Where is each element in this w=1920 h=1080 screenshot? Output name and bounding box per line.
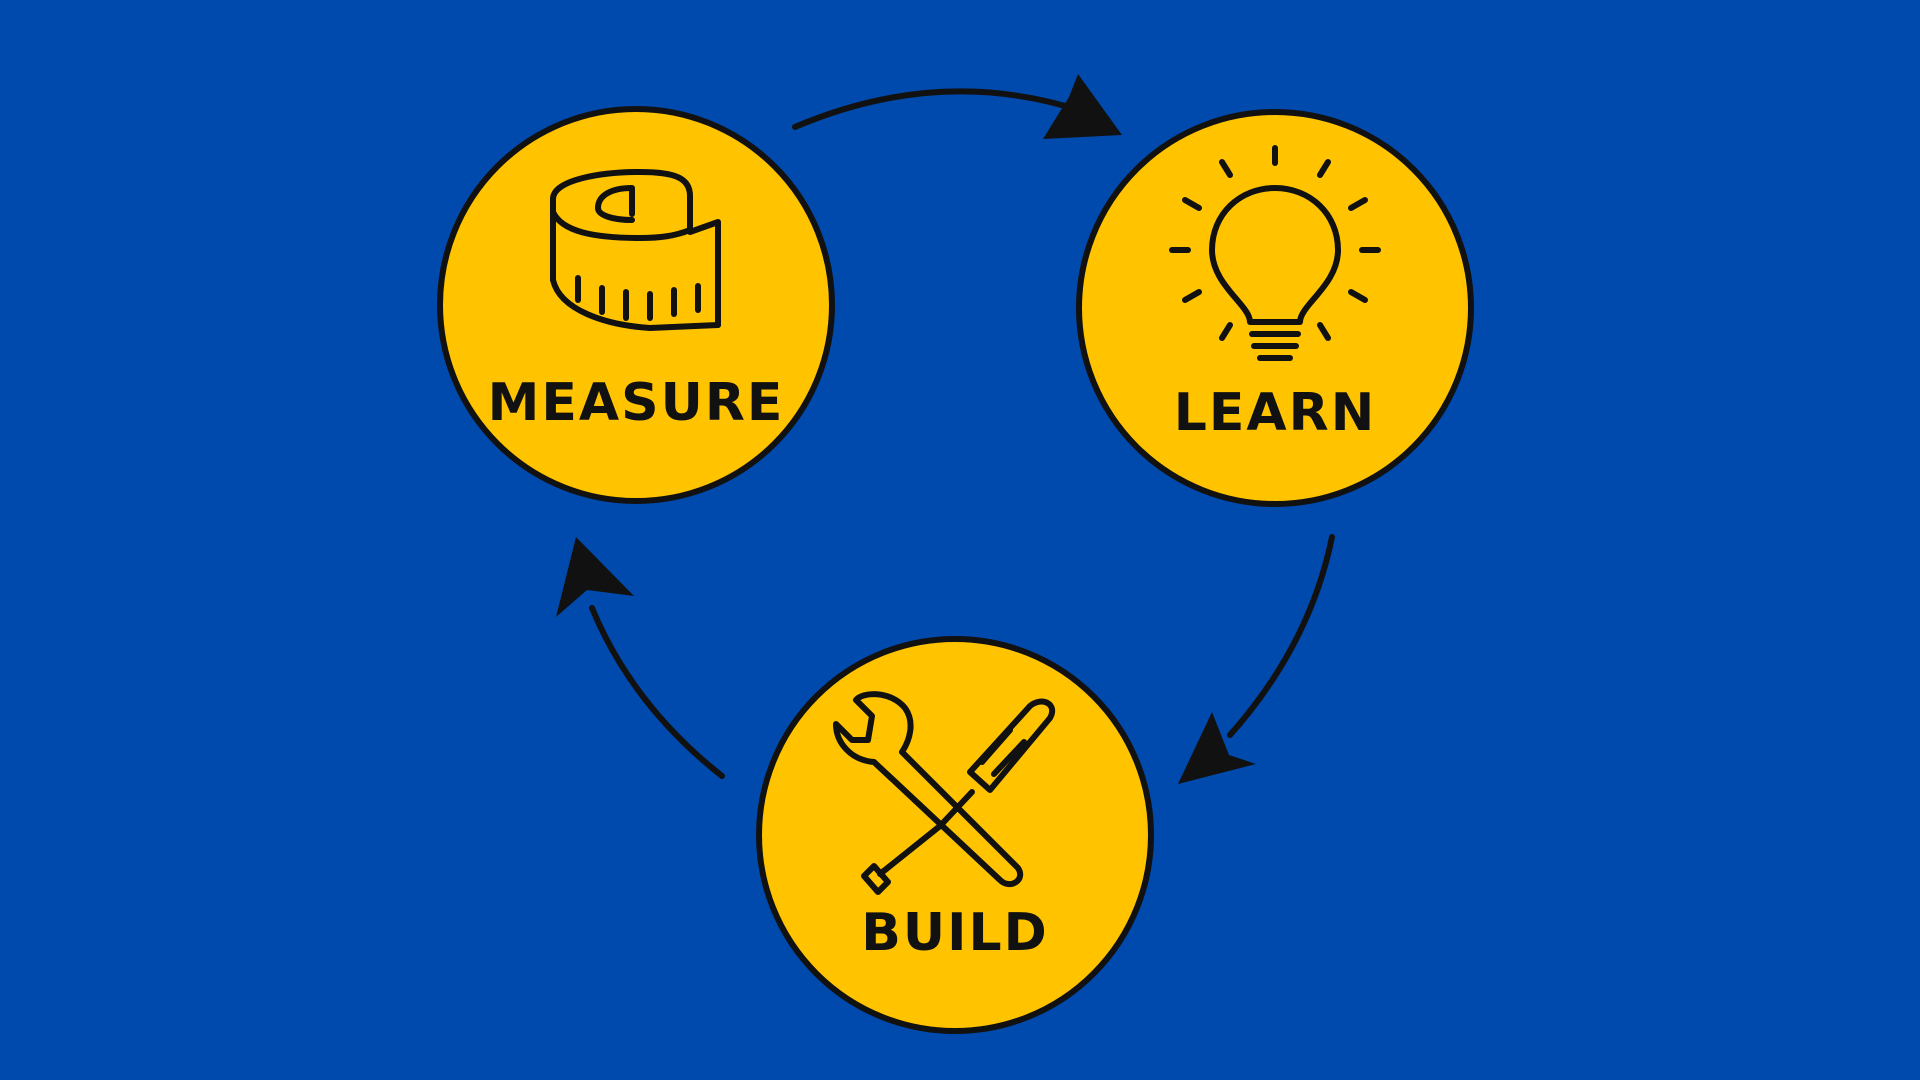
node-learn-circle: [1076, 109, 1474, 507]
arrow-measure-to-learn: [792, 74, 1122, 139]
wrench-screwdriver-icon: [833, 691, 1055, 895]
node-build-label: BUILD: [861, 903, 1049, 963]
wrench-shape: [833, 691, 1023, 888]
node-measure-label: MEASURE: [488, 373, 785, 433]
lightbulb-icon: [1169, 145, 1381, 361]
node-learn: LEARN: [1076, 109, 1474, 507]
node-build: BUILD: [756, 636, 1154, 1034]
arrow-measure-to-learn-head: [1043, 74, 1122, 139]
arrow-learn-to-build-head: [1178, 712, 1256, 784]
arrow-build-to-measure: [556, 537, 725, 779]
screwdriver-shape: [967, 698, 1055, 793]
node-measure-circle: [437, 106, 835, 504]
arrow-learn-to-build: [1178, 534, 1335, 784]
arrow-learn-to-build-line: [1227, 534, 1335, 738]
node-learn-label: LEARN: [1174, 383, 1376, 443]
arrow-build-to-measure-line: [589, 605, 725, 779]
arrow-build-to-measure-head: [556, 537, 634, 617]
measuring-tape-icon: [550, 169, 721, 331]
arrow-measure-to-learn-line: [792, 88, 1085, 130]
node-measure: MEASURE: [437, 106, 835, 504]
